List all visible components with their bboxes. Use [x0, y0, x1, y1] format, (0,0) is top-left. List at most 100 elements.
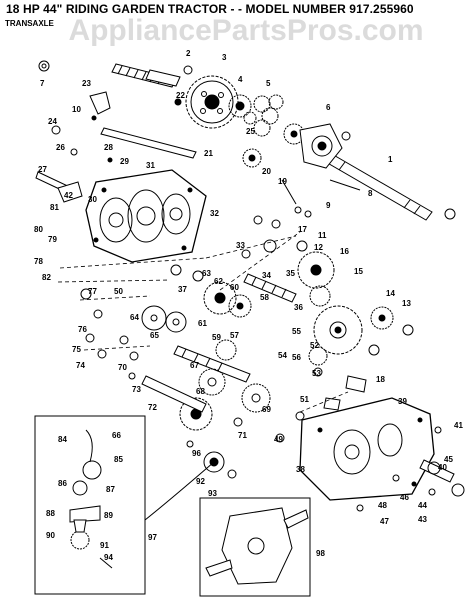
callout-73: 73 — [132, 385, 141, 394]
callout-62: 62 — [214, 277, 223, 286]
callout-15: 15 — [354, 267, 363, 276]
callout-65: 65 — [150, 331, 159, 340]
callout-6: 6 — [326, 103, 331, 112]
section-label: TRANSAXLE — [5, 19, 54, 28]
callout-44: 44 — [418, 501, 427, 510]
callout-64: 64 — [130, 313, 139, 322]
callout-68: 68 — [196, 387, 205, 396]
callout-89: 89 — [104, 511, 113, 520]
callout-61: 61 — [198, 319, 207, 328]
callout-13: 13 — [402, 299, 411, 308]
callout-26: 26 — [56, 143, 65, 152]
callout-29: 29 — [120, 157, 129, 166]
callout-7: 7 — [40, 79, 45, 88]
callout-35: 35 — [286, 269, 295, 278]
callout-25: 25 — [246, 127, 255, 136]
callout-88: 88 — [46, 509, 55, 518]
callout-19: 19 — [278, 177, 287, 186]
callout-36: 36 — [294, 303, 303, 312]
page-title: 18 HP 44" RIDING GARDEN TRACTOR - - MODE… — [6, 2, 414, 16]
callout-17: 17 — [298, 225, 307, 234]
callout-54: 54 — [278, 351, 287, 360]
gear-59 — [215, 339, 237, 361]
gear-68 — [198, 368, 226, 396]
callout-31: 31 — [146, 161, 155, 170]
callout-84: 84 — [58, 435, 67, 444]
callout-30: 30 — [88, 195, 97, 204]
callout-87: 87 — [106, 485, 115, 494]
callout-53: 53 — [312, 369, 321, 378]
gear-13 — [370, 306, 394, 330]
callout-56: 56 — [292, 353, 301, 362]
case-half-39 — [299, 397, 435, 501]
brake-inset-box — [34, 415, 146, 595]
differential-flange-6 — [299, 123, 343, 169]
callout-10: 10 — [72, 105, 81, 114]
callout-85: 85 — [114, 455, 123, 464]
callout-58: 58 — [260, 293, 269, 302]
callout-5: 5 — [266, 79, 271, 88]
callout-91: 91 — [100, 541, 109, 550]
sprocket-71 — [179, 397, 213, 431]
shift-shaft — [100, 127, 197, 159]
gear-69 — [241, 383, 271, 413]
callout-11: 11 — [318, 231, 327, 240]
splined-shaft-35 — [243, 273, 297, 303]
callout-33: 33 — [236, 241, 245, 250]
callout-28: 28 — [104, 143, 113, 152]
callout-23: 23 — [82, 79, 91, 88]
callout-47: 47 — [380, 517, 389, 526]
callout-60: 60 — [230, 283, 239, 292]
callout-51: 51 — [300, 395, 309, 404]
callout-48: 48 — [378, 501, 387, 510]
callout-79: 79 — [48, 235, 57, 244]
callout-94: 94 — [104, 553, 113, 562]
callout-52: 52 — [310, 341, 319, 350]
gear-60 — [228, 294, 252, 318]
callout-37: 37 — [178, 285, 187, 294]
bracket-42 — [57, 181, 83, 203]
callout-66: 66 — [112, 431, 121, 440]
callout-32: 32 — [210, 209, 219, 218]
callout-21: 21 — [204, 149, 213, 158]
callout-20: 20 — [262, 167, 271, 176]
gear-20 — [242, 148, 262, 168]
callout-14: 14 — [386, 289, 395, 298]
callout-1: 1 — [388, 155, 393, 164]
callout-50: 50 — [114, 287, 123, 296]
callout-70: 70 — [118, 363, 127, 372]
callout-76: 76 — [78, 325, 87, 334]
assembled-transaxle-inset — [199, 497, 311, 597]
washer-64 — [141, 305, 167, 331]
callout-71: 71 — [238, 431, 247, 440]
callout-46: 46 — [400, 493, 409, 502]
gear-16 — [297, 251, 335, 289]
callout-41: 41 — [454, 421, 463, 430]
hardware-fasteners — [38, 60, 456, 512]
callout-3: 3 — [222, 53, 227, 62]
callout-67: 67 — [190, 361, 199, 370]
large-gear-55 — [313, 305, 363, 355]
callout-39: 39 — [398, 397, 407, 406]
shaft-57 — [173, 345, 251, 383]
callout-24: 24 — [48, 117, 57, 126]
callout-57: 57 — [230, 331, 239, 340]
callout-55: 55 — [292, 327, 301, 336]
callout-93: 93 — [208, 489, 217, 498]
gear-4-top — [228, 94, 252, 118]
shaft-72 — [141, 375, 207, 413]
callout-45: 45 — [444, 455, 453, 464]
sprocket-gear-3 — [185, 75, 239, 129]
callout-18: 18 — [376, 375, 385, 384]
callout-43: 43 — [418, 515, 427, 524]
callout-72: 72 — [148, 403, 157, 412]
seal-40 — [427, 461, 441, 475]
callout-77: 77 — [88, 287, 97, 296]
washer-65 — [165, 311, 187, 333]
callout-38: 38 — [296, 465, 305, 474]
callout-86: 86 — [58, 479, 67, 488]
callout-9: 9 — [326, 201, 331, 210]
